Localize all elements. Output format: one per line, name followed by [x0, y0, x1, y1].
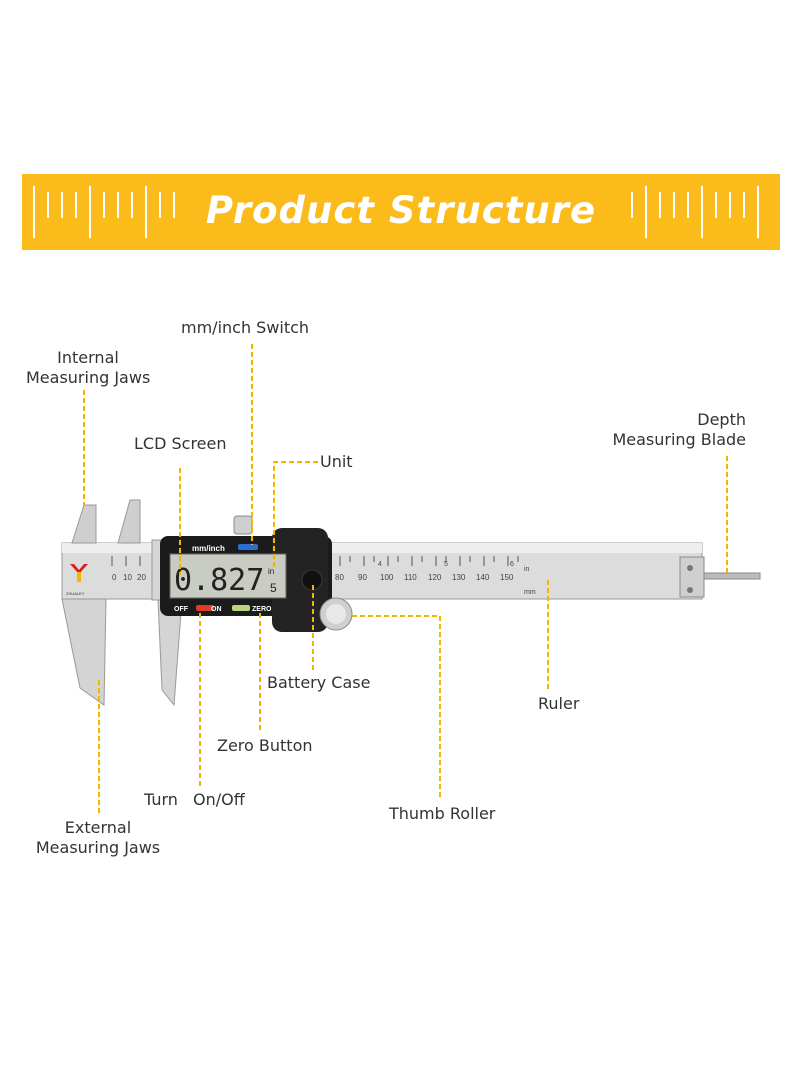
label-depth-line1: Depth	[697, 410, 746, 429]
on-label: ON	[211, 606, 222, 613]
product-structure-banner: Product Structure	[22, 174, 780, 250]
scale-number: 100	[380, 573, 394, 582]
adjust-screw	[233, 515, 253, 535]
zero-button[interactable]	[232, 605, 250, 611]
switch-label: mm/inch	[192, 544, 225, 553]
brand-label: ZHUALEY	[66, 591, 85, 596]
label-internal-jaws-line1: Internal	[57, 348, 119, 367]
label-internal-jaws: Internal Measuring Jaws	[26, 348, 150, 388]
label-depth-blade: Depth Measuring Blade	[600, 410, 746, 450]
scale-unit-mm: mm	[524, 589, 536, 596]
label-battery-case: Battery Case	[267, 673, 371, 692]
brand-logo	[70, 564, 88, 582]
scale-number: 80	[335, 573, 344, 582]
label-mm-inch-switch: mm/inch Switch	[181, 318, 310, 337]
mm-inch-switch-button[interactable]	[238, 544, 258, 550]
depth-blade	[703, 572, 761, 580]
label-ruler: Ruler	[538, 694, 580, 713]
inch-mark: 5	[444, 561, 448, 568]
label-lcd-screen: LCD Screen	[134, 434, 227, 453]
beam-scale-ticks	[111, 556, 519, 566]
on-off-button[interactable]	[196, 605, 214, 611]
internal-jaw-fixed	[71, 504, 97, 544]
label-unit: Unit	[320, 452, 353, 471]
banner-title: Product Structure	[205, 189, 597, 232]
scale-number: 90	[358, 573, 367, 582]
label-internal-jaws-line2: Measuring Jaws	[26, 368, 151, 387]
leader-lines	[83, 344, 728, 815]
label-thumb-roller: Thumb Roller	[389, 804, 496, 823]
label-depth-line2: Measuring Blade	[612, 430, 746, 449]
lcd-screen	[169, 553, 287, 599]
lcd-fraction: 5	[270, 581, 277, 595]
label-on-off: On/Off	[193, 790, 245, 809]
ruler-tick-decoration	[33, 186, 759, 238]
label-external-jaws: External Measuring Jaws	[34, 818, 162, 858]
scale-number: 0	[112, 573, 117, 582]
internal-jaw-sliding	[117, 499, 141, 544]
scale-number: 110	[404, 573, 417, 582]
external-jaw-fixed	[61, 598, 107, 706]
lcd-reading: 0.827	[174, 563, 264, 598]
inch-mark: 6	[510, 561, 514, 568]
scale-unit-in: in	[524, 566, 530, 573]
lcd-unit: in	[268, 567, 274, 576]
scale-number: 20	[137, 573, 146, 582]
scale-number: 130	[452, 573, 466, 582]
label-external-jaws-line2: Measuring Jaws	[35, 838, 161, 857]
scale-number: 120	[428, 573, 442, 582]
scale-number: 150	[500, 573, 514, 582]
scale-number: 10	[123, 573, 132, 582]
off-label: OFF	[174, 606, 189, 613]
scale-number: 140	[476, 573, 490, 582]
label-zero-button: Zero Button	[217, 736, 313, 755]
label-turn: Turn	[144, 790, 178, 809]
zero-label: ZERO	[252, 606, 272, 613]
label-external-jaws-line1: External	[64, 818, 132, 837]
inch-mark: 4	[378, 561, 382, 568]
